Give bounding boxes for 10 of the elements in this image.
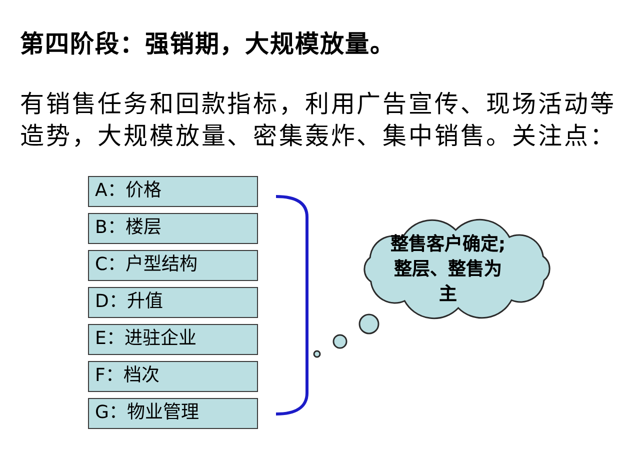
item-box: C：户型结构 — [88, 250, 258, 281]
item-box: A：价格 — [88, 176, 258, 207]
item-box: F：档次 — [88, 361, 258, 392]
paragraph: 有销售任务和回款指标，利用广告宣传、现场活动等造势，大规模放量、密集轰炸、集中销售。关注点： — [20, 89, 617, 152]
item-box: G：物业管理 — [88, 398, 258, 429]
item-box: E：进驻企业 — [88, 324, 258, 355]
thought-cloud: 整售客户确定;整层、整售为主 — [363, 218, 551, 320]
item-box: B：楼层 — [88, 213, 258, 244]
item-box: D：升值 — [88, 287, 258, 318]
heading: 第四阶段：强销期，大规模放量。 — [20, 29, 395, 59]
